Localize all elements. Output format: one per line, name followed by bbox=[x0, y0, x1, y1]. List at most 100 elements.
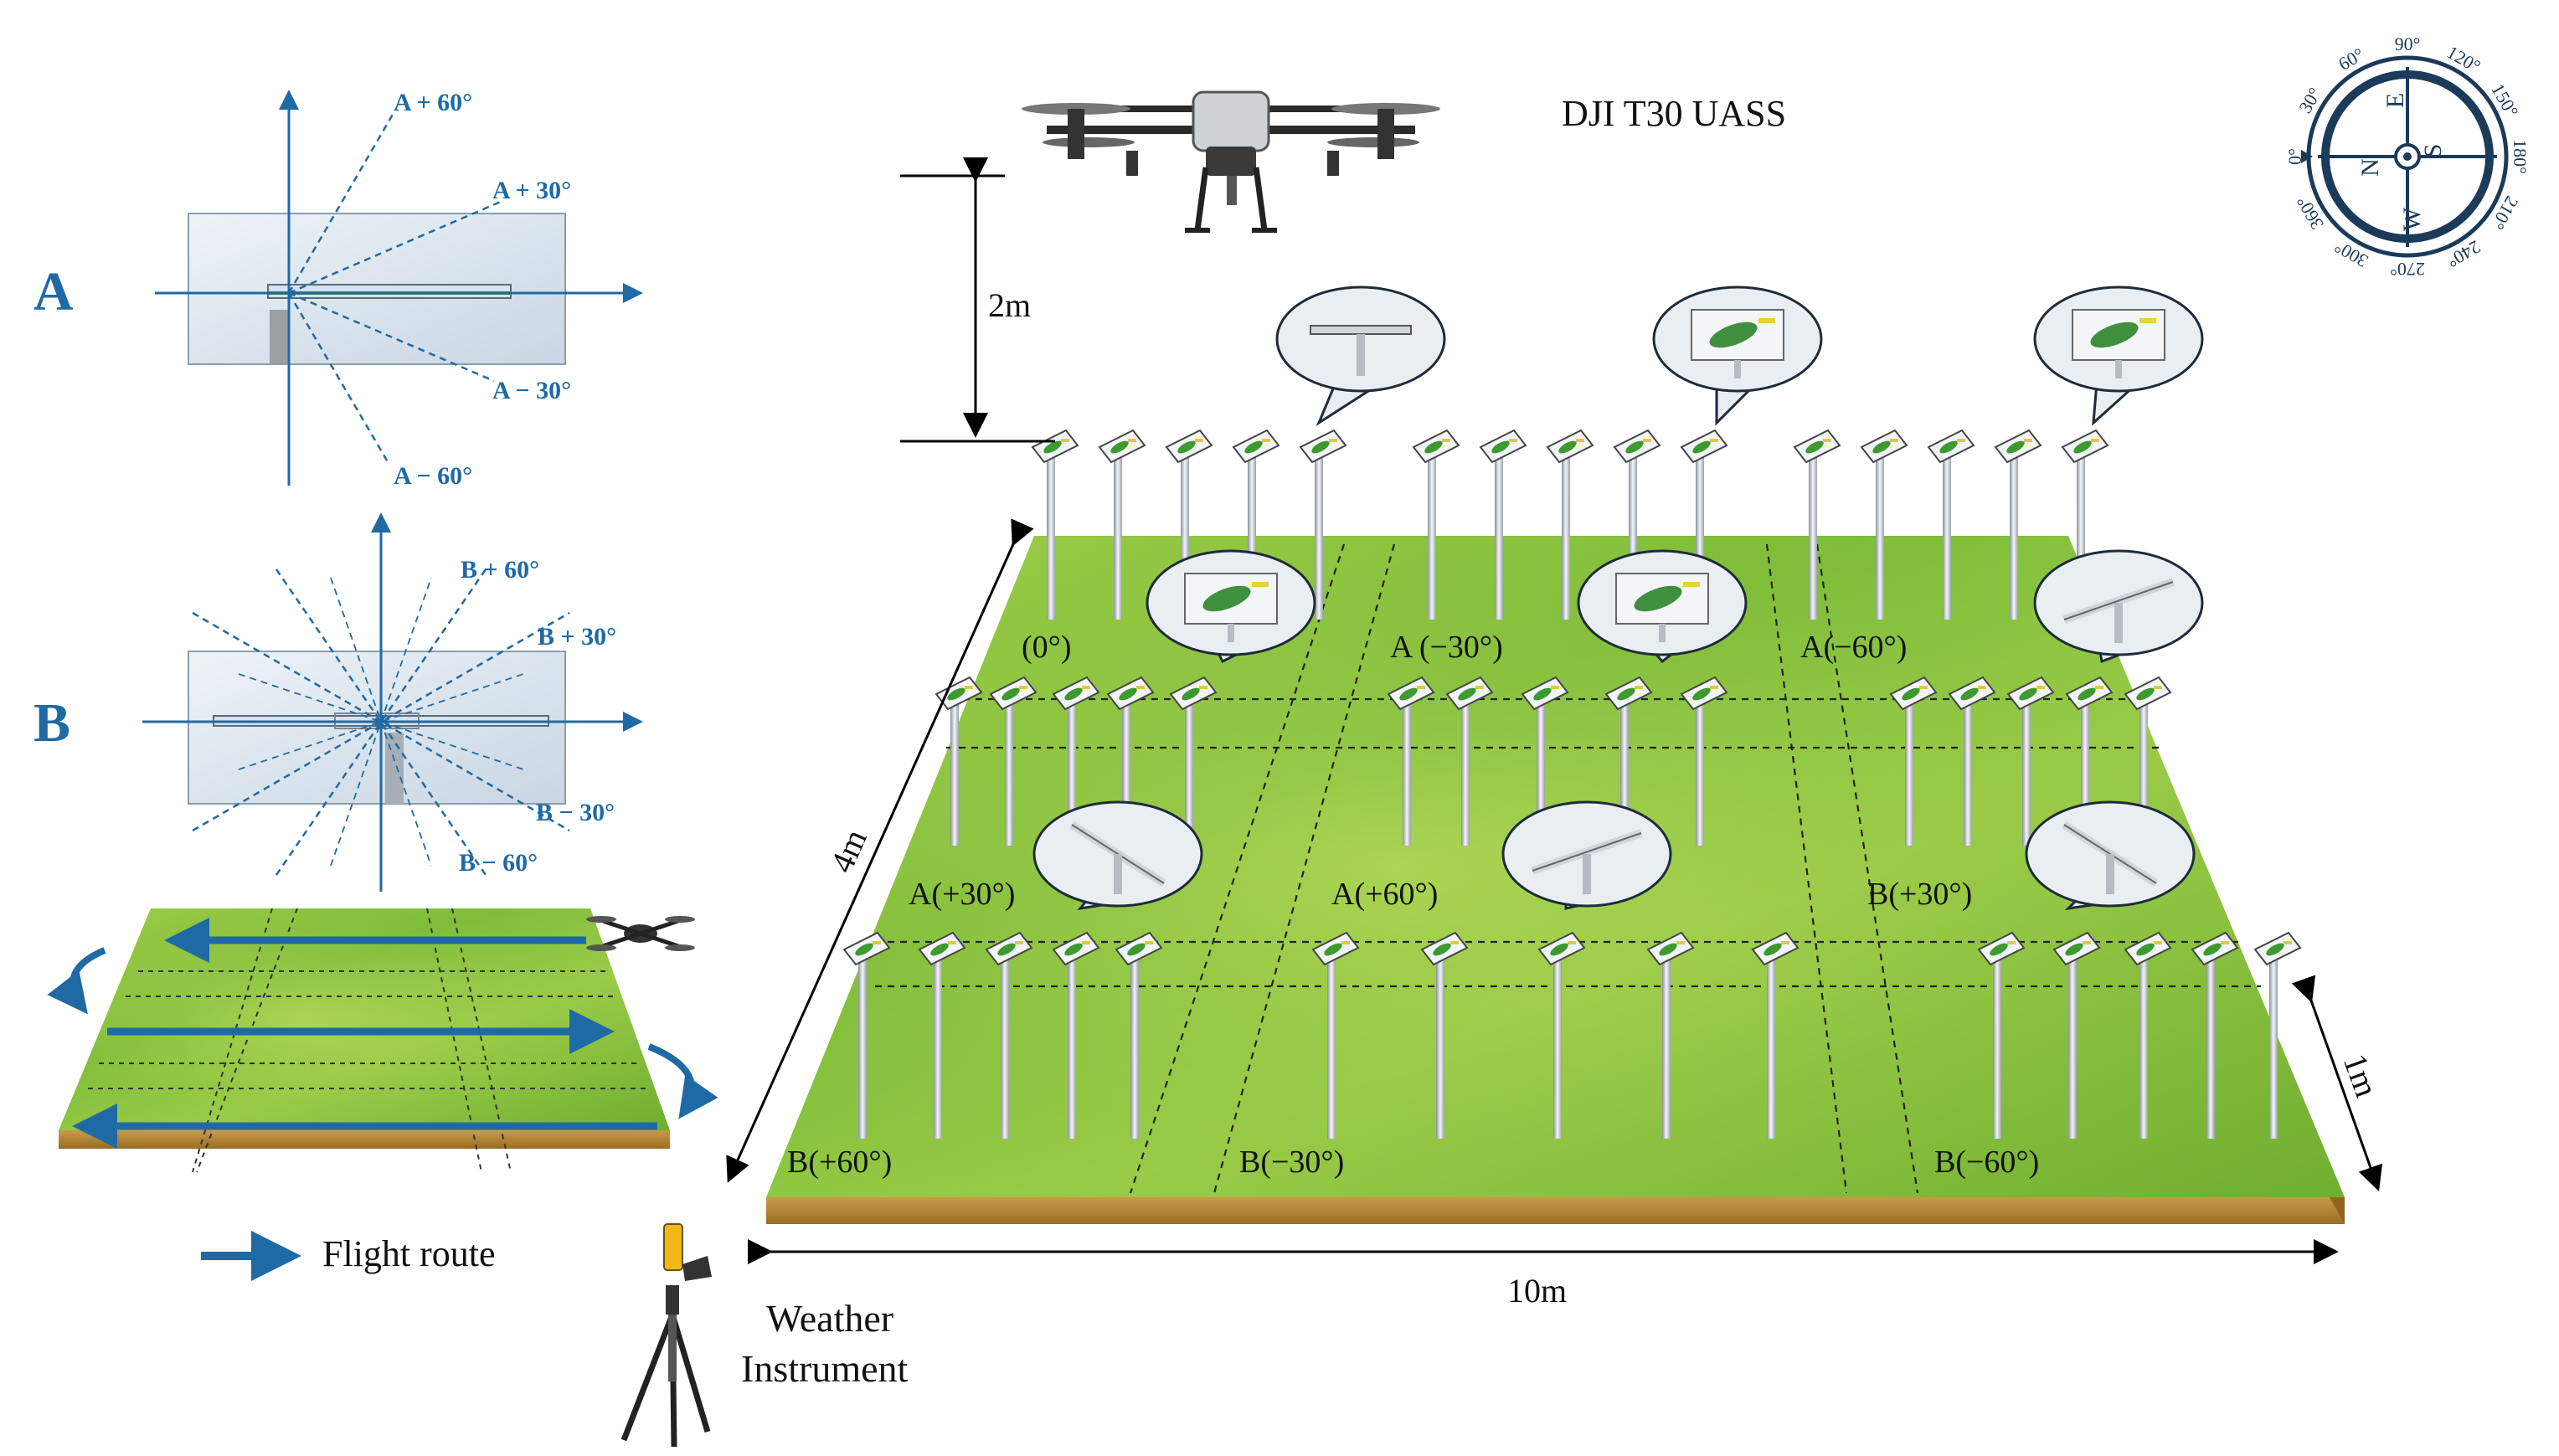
sampler-stand bbox=[1311, 931, 1360, 1139]
compass-tick-label: 180° bbox=[2510, 139, 2531, 174]
panel-a-line-plus30 bbox=[288, 199, 503, 295]
dim-width-label: 10m bbox=[1507, 1272, 1567, 1309]
panel-b-post bbox=[385, 733, 404, 804]
sampler-stand bbox=[1115, 931, 1163, 1139]
drone-label: DJI T30 UASS bbox=[1562, 93, 1786, 134]
panel-b-line-plus60 bbox=[275, 569, 487, 876]
weather-instrument-icon bbox=[620, 1223, 712, 1448]
dim-height-label: 2m bbox=[988, 286, 1031, 324]
panel-b-label-plus60: B + 60° bbox=[461, 556, 539, 584]
callout-bubble bbox=[1146, 549, 1316, 664]
sampler-stand bbox=[2061, 429, 2109, 620]
sampler-stand bbox=[1977, 931, 2026, 1139]
sampler-stand bbox=[1412, 429, 1460, 620]
dim-depth-arrow bbox=[726, 518, 1034, 1183]
compass-dir-n: N bbox=[2356, 158, 2384, 177]
plot-label-b-minus30: B(−30°) bbox=[1239, 1145, 1344, 1180]
sampler-stand bbox=[1420, 931, 1469, 1139]
callout-bubble bbox=[1577, 549, 1748, 664]
sampler-stand bbox=[2006, 676, 2055, 846]
plot-label-b-minus60: B(−60°) bbox=[1934, 1145, 2039, 1180]
plot-label-0: (0°) bbox=[1022, 630, 1072, 665]
compass-tick-label: 0° bbox=[2284, 148, 2305, 165]
panel-b-line-plus15 bbox=[238, 673, 524, 770]
sampler-stand bbox=[2191, 931, 2239, 1139]
sampler-stand bbox=[1098, 429, 1146, 620]
compass-dir-s: S bbox=[2419, 144, 2447, 158]
sampler-stand bbox=[1948, 676, 1996, 846]
drone-icon bbox=[1022, 90, 1440, 233]
panel-b-line-minus60 bbox=[275, 569, 487, 876]
main-field-soil-front bbox=[766, 1197, 2345, 1224]
sampler-stand bbox=[1927, 429, 1975, 620]
panel-b: B B + 60° B + 30° B − 30° B − 60° bbox=[33, 512, 643, 892]
legend-route-label: Flight route bbox=[322, 1233, 496, 1274]
callout-bubble bbox=[2033, 286, 2204, 426]
panel-a-label-minus60: A − 60° bbox=[394, 462, 472, 490]
sampler-stand bbox=[1680, 429, 1728, 620]
plot-label-b-plus60: B(+60°) bbox=[787, 1145, 892, 1180]
sampler-stand bbox=[1860, 429, 1908, 620]
sampler-stand bbox=[1169, 676, 1218, 846]
sampler-stand bbox=[1165, 429, 1213, 620]
sampler-stand bbox=[1521, 676, 1569, 846]
callout-bubble bbox=[1652, 286, 1823, 426]
sampler-stand bbox=[2124, 676, 2172, 846]
panel-a: A A + 60° A + 30° A − 30° A − 60° bbox=[33, 89, 643, 490]
weather-label-line1: Weather bbox=[766, 1297, 893, 1340]
panel-a-label-plus60: A + 60° bbox=[394, 89, 472, 116]
panel-b-line-minus15 bbox=[238, 673, 524, 770]
sampler-stand bbox=[2124, 931, 2172, 1139]
sampler-stand bbox=[2253, 931, 2302, 1139]
callout-bubble bbox=[2033, 549, 2204, 664]
sampler-stand bbox=[1546, 429, 1594, 620]
sampler-stand bbox=[1994, 429, 2042, 620]
sampler-stand bbox=[1793, 429, 1841, 620]
sampler-stand bbox=[1052, 931, 1100, 1139]
sampler-stand bbox=[1387, 676, 1435, 846]
panel-a-post bbox=[270, 310, 290, 364]
sampler-stand bbox=[1680, 676, 1728, 846]
sampler-stand bbox=[1646, 931, 1695, 1139]
plot-label-a-minus60: A(−60°) bbox=[1800, 630, 1907, 665]
sampler-stand bbox=[1052, 676, 1100, 846]
plot-label-a-plus30: A(+30°) bbox=[909, 877, 1015, 912]
panel-b-label-minus60: B − 60° bbox=[459, 849, 538, 877]
plot-label-b-plus30: B(+30°) bbox=[1867, 877, 1972, 912]
sampler-stand bbox=[1479, 429, 1527, 620]
panel-a-letter: A bbox=[33, 261, 74, 322]
sampler-stand bbox=[1299, 429, 1347, 620]
panel-a-line-minus60 bbox=[287, 292, 391, 466]
callout-bubble bbox=[1032, 800, 1203, 911]
sampler-stand bbox=[1604, 676, 1653, 846]
callout-bubble bbox=[1275, 286, 1446, 426]
mini-route-turn-right bbox=[647, 1043, 718, 1119]
compass-tick-label: 270° bbox=[2390, 259, 2425, 280]
callout-bubble bbox=[1501, 800, 1672, 910]
compass-tick-label: 90° bbox=[2395, 33, 2421, 54]
sampler-stand bbox=[1106, 676, 1155, 846]
mini-field-soil bbox=[59, 1130, 670, 1149]
sampler-stand bbox=[1232, 429, 1280, 620]
plot-label-a-minus30: A (−30°) bbox=[1390, 630, 1503, 665]
panel-b-line-plus75 bbox=[330, 577, 432, 867]
plot-label-a-plus60: A(+60°) bbox=[1331, 877, 1438, 912]
weather-label-line2: Instrument bbox=[741, 1347, 909, 1390]
panel-b-letter: B bbox=[33, 692, 70, 754]
panel-b-label-plus30: B + 30° bbox=[538, 623, 616, 651]
compass-icon bbox=[2301, 55, 2509, 258]
sampler-stand bbox=[1031, 429, 1079, 620]
compass-directions: N E S W bbox=[2356, 93, 2447, 231]
callout-bubble bbox=[2025, 800, 2196, 911]
sampler-stand bbox=[1537, 931, 1586, 1139]
mini-field-grass-texture bbox=[59, 908, 670, 1130]
sampler-stand bbox=[2065, 676, 2114, 846]
panel-a-line-minus30 bbox=[288, 291, 495, 383]
sampler-stand bbox=[1613, 429, 1661, 620]
sampler-stand bbox=[1751, 931, 1800, 1139]
sampler-stand bbox=[1445, 676, 1494, 846]
panel-b-label-minus30: B − 30° bbox=[536, 799, 615, 826]
legend: Flight route bbox=[201, 1231, 496, 1281]
mini-field bbox=[47, 908, 718, 1173]
